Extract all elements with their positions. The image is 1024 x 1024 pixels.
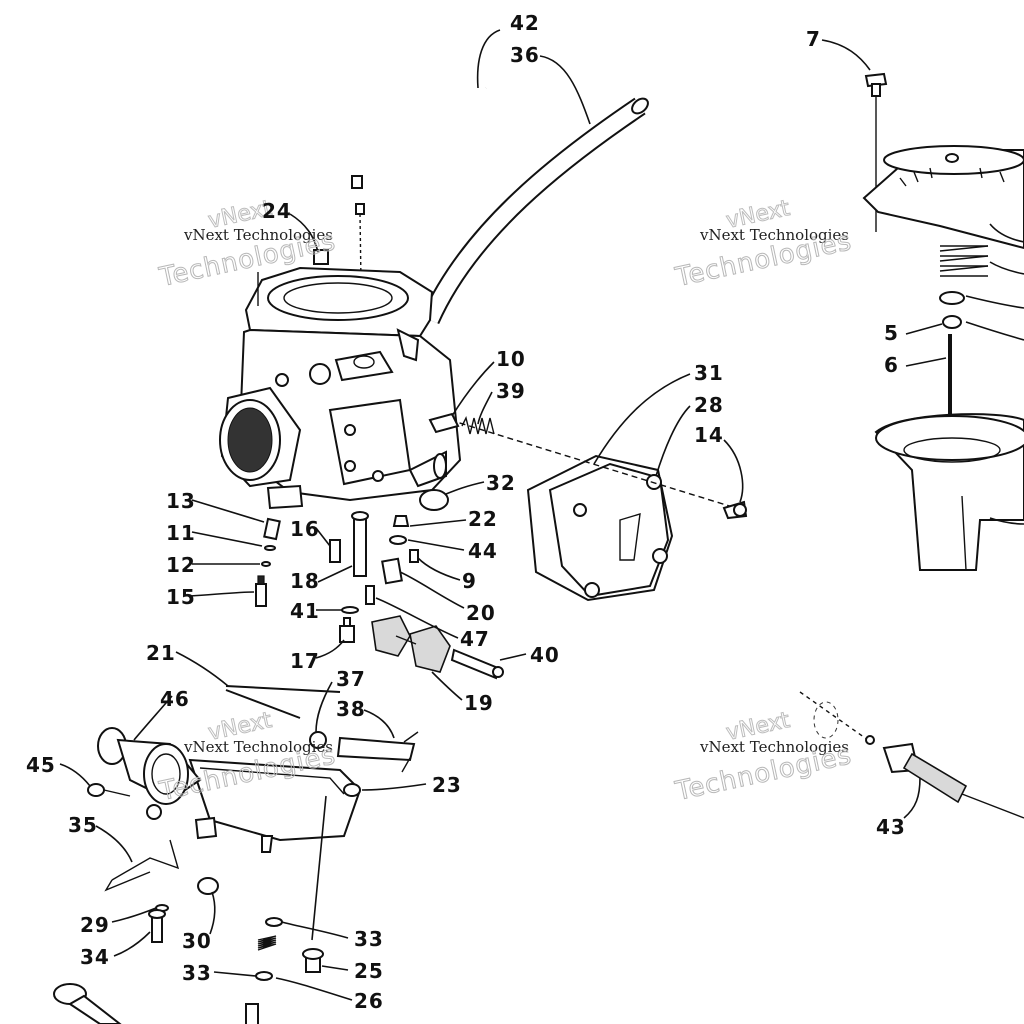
- callout-10: 10: [496, 347, 526, 371]
- callout-26: 26: [354, 989, 384, 1013]
- float-bowl-23: [188, 758, 362, 853]
- callout-23: 23: [432, 773, 462, 797]
- mixing-chamber-cap: [862, 145, 1024, 250]
- spring-39: [461, 415, 495, 435]
- callout-32: 32: [486, 471, 516, 495]
- plug-32: [419, 489, 449, 511]
- callout-16: 16: [290, 517, 320, 541]
- callout-35: 35: [68, 813, 98, 837]
- callout-45: 45: [26, 753, 56, 777]
- callout-20: 20: [466, 601, 496, 625]
- callout-11: 11: [166, 521, 196, 545]
- callout-14: 14: [694, 423, 724, 447]
- screw-14: [722, 500, 748, 520]
- callout-43: 43: [876, 815, 906, 839]
- valve-9: [409, 549, 419, 563]
- retainer-right: [939, 291, 965, 329]
- throttle-slide: [874, 413, 1024, 571]
- choke-knob-46: [97, 727, 202, 820]
- watermark-text: vNext Technologies: [183, 738, 333, 756]
- watermark-top-right: vNext vNext Technologies Technologies: [672, 195, 855, 293]
- washer-33b: [255, 971, 273, 981]
- watermark-text: vNext Technologies: [699, 738, 849, 756]
- seat-20: [381, 557, 403, 585]
- screw-25: [302, 948, 324, 973]
- callout-labels: 42 36 7 24 5 6 10 39 31 28 14 32 13 11 1…: [26, 11, 906, 1013]
- main-jet-17: [339, 617, 355, 643]
- spring-right: [939, 245, 989, 277]
- callout-25: 25: [354, 959, 384, 983]
- throttle-cable-43: [799, 691, 1024, 819]
- callout-19: 19: [464, 691, 494, 715]
- callout-30: 30: [182, 929, 212, 953]
- o-ring-41: [341, 606, 359, 614]
- leader-lines: [59, 29, 947, 1001]
- callout-42: 42: [510, 11, 540, 35]
- jet-22: [392, 515, 410, 527]
- adjust-screw-10: [428, 412, 460, 434]
- washer-44: [389, 535, 407, 545]
- pin-47: [365, 585, 375, 605]
- callout-37: 37: [336, 667, 366, 691]
- callout-28: 28: [694, 393, 724, 417]
- callout-41: 41: [290, 599, 320, 623]
- screw-34: [148, 909, 166, 943]
- callout-22: 22: [468, 507, 498, 531]
- callout-33-upper: 33: [354, 927, 384, 951]
- callout-7: 7: [806, 27, 821, 51]
- float-chamber-cover: [449, 419, 737, 602]
- callout-47: 47: [460, 627, 490, 651]
- callout-6: 6: [884, 353, 899, 377]
- callout-9: 9: [462, 569, 477, 593]
- leader-right-stubs: [965, 223, 1024, 525]
- callout-18: 18: [290, 569, 320, 593]
- watermark-text: vNext Technologies: [183, 226, 333, 244]
- pilot-jet-13: [263, 517, 281, 541]
- callout-33-lower: 33: [182, 961, 212, 985]
- bracket-35: [104, 839, 180, 892]
- callout-13: 13: [166, 489, 196, 513]
- callout-21: 21: [146, 641, 176, 665]
- float-pin-40: [450, 648, 504, 680]
- fuel-hose-36: [420, 97, 649, 325]
- spring-26: [257, 935, 277, 951]
- tube-bottom: [245, 1003, 259, 1024]
- callout-15: 15: [166, 585, 196, 609]
- washer-12: [261, 561, 271, 567]
- needle-jet-18: [351, 511, 369, 577]
- rod-21: [225, 685, 341, 719]
- carburetor-body: [219, 266, 462, 510]
- tube-38: [336, 731, 419, 773]
- callout-24: 24: [262, 199, 292, 223]
- screw-45: [87, 783, 131, 797]
- screw-24: [257, 249, 329, 306]
- clip-37: [309, 731, 327, 749]
- o-ring-11: [264, 545, 276, 551]
- fitting-bottom-left: [53, 983, 122, 1024]
- callout-40: 40: [530, 643, 560, 667]
- callout-39: 39: [496, 379, 526, 403]
- jet-15: [255, 575, 267, 607]
- callout-38: 38: [336, 697, 366, 721]
- watermark-text: vNext Technologies: [699, 226, 849, 244]
- cap-30: [197, 877, 219, 895]
- callout-29: 29: [80, 913, 110, 937]
- callout-46: 46: [160, 687, 190, 711]
- callout-34: 34: [80, 945, 110, 969]
- washer-33a: [265, 917, 283, 927]
- jet-16: [329, 539, 341, 563]
- floats-19: [371, 615, 451, 673]
- watermark-bottom-right: vNext vNext Technologies Technologies: [672, 707, 855, 807]
- callout-17: 17: [290, 649, 320, 673]
- callout-44: 44: [468, 539, 498, 563]
- callout-36: 36: [510, 43, 540, 67]
- callout-5: 5: [884, 321, 899, 345]
- callout-12: 12: [166, 553, 196, 577]
- callout-31: 31: [694, 361, 724, 385]
